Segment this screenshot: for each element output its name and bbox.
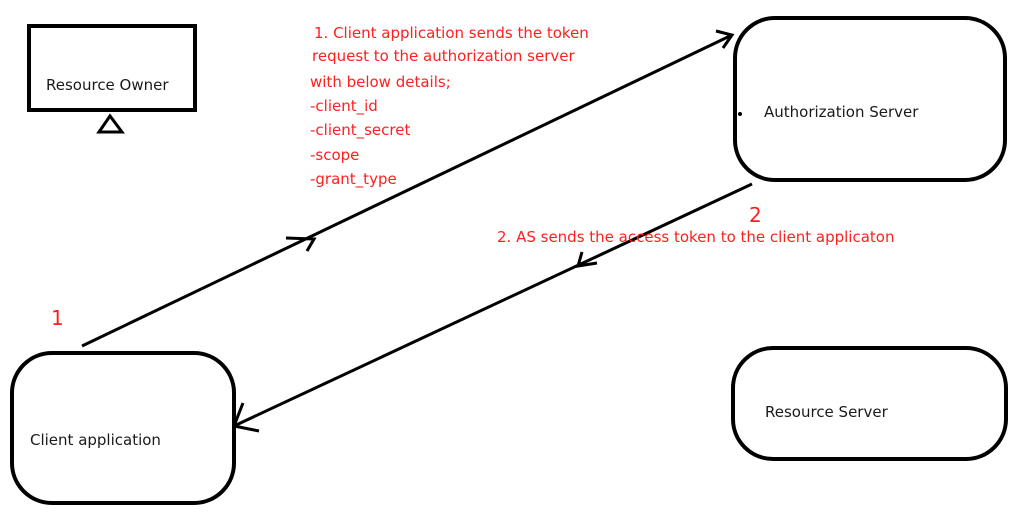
authorization-server-label: Authorization Server [764, 103, 919, 121]
step1-line-3: with below details; [310, 73, 451, 91]
resource-server-box [731, 346, 1008, 461]
step1-line-2: request to the authorization server [312, 47, 575, 65]
authorization-server-dot [738, 112, 742, 116]
response-arrow-head [231, 402, 260, 433]
request-arrow-midmark [285, 236, 317, 252]
step1-line-5: -client_secret [310, 121, 411, 139]
resource-owner-box [27, 24, 197, 112]
response-arrow-line [233, 182, 753, 428]
step1-line-4: -client_id [310, 97, 378, 115]
client-application-box [10, 351, 236, 505]
request-arrow-head [715, 29, 735, 49]
resource-owner-label: Resource Owner [46, 76, 169, 94]
request-arrow-line [81, 33, 733, 348]
step1-line-1: 1. Client application sends the token [314, 24, 589, 42]
resource-owner-triangle-icon [96, 113, 125, 134]
step2-text: 2. AS sends the access token to the clie… [497, 228, 895, 246]
resource-server-label: Resource Server [765, 403, 888, 421]
step1-number: 1 [51, 306, 64, 330]
step2-number: 2 [749, 203, 762, 227]
client-application-label: Client application [30, 431, 161, 449]
response-arrow-midmark [575, 251, 598, 268]
step1-line-6: -scope [310, 146, 360, 164]
authorization-server-box [733, 16, 1007, 182]
step1-line-7: -grant_type [310, 170, 397, 188]
